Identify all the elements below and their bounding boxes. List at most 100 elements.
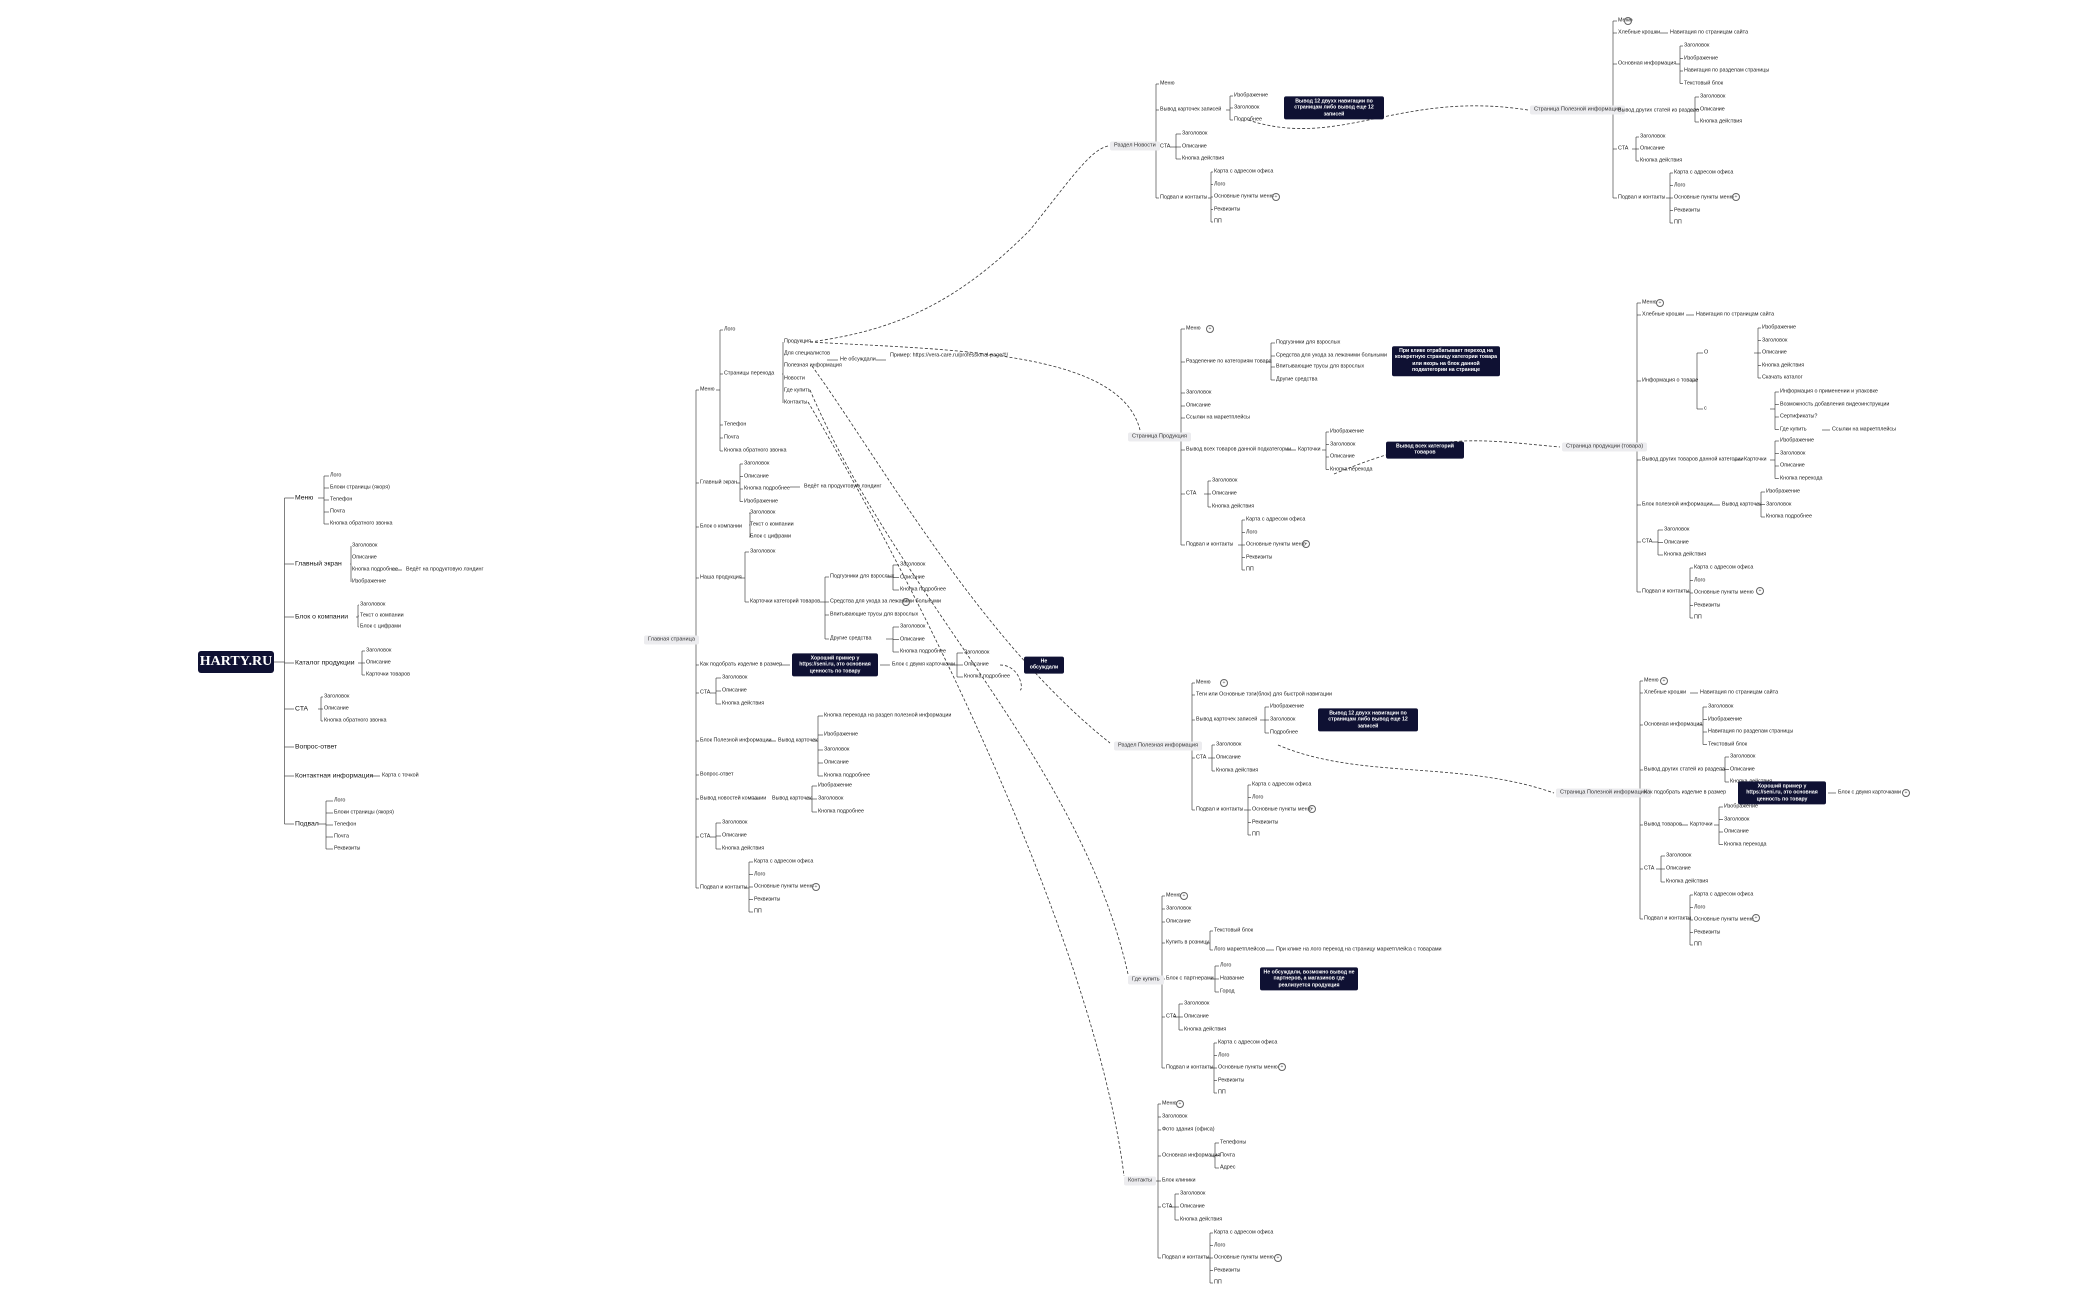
node-скачать-каталог: Скачать каталог — [1762, 374, 1803, 381]
cross-link-dashed — [1333, 440, 1561, 475]
node-город: Город — [1220, 988, 1235, 995]
node-телефоны: Телефоны — [1220, 1139, 1247, 1146]
node-меню: Меню — [295, 494, 314, 502]
node-кнопка-перехода: Кнопка перехода — [1724, 841, 1767, 847]
node-заголовок: Заголовок — [1780, 450, 1806, 456]
expand-node-icon[interactable]: + — [1274, 1254, 1282, 1262]
expand-node-icon[interactable]: + — [1902, 789, 1910, 797]
node-описание: Описание — [1184, 1013, 1209, 1020]
node-вывод-карточек: Вывод карточек — [1722, 501, 1762, 508]
node-карта-с-адресом-офиса: Карта с адресом офиса — [1246, 516, 1306, 523]
expand-node-icon[interactable]: + — [1176, 1100, 1184, 1108]
node-изображение: Изображение — [1780, 437, 1814, 444]
root-node[interactable]: HARTY.RU — [198, 651, 274, 673]
node-пп: ПП — [1214, 218, 1222, 225]
expand-node-icon[interactable]: + — [1180, 892, 1188, 900]
node-другие-средства: Другие средства — [1276, 376, 1318, 383]
node-пп: ПП — [1246, 566, 1254, 573]
node-заголовок: Заголовок — [900, 561, 926, 568]
node-телефон: Телефон — [334, 821, 357, 828]
expand-node-icon[interactable]: + — [812, 883, 820, 891]
node-изображение: Изображение — [818, 782, 852, 789]
node-вывод-других-статей-из-раздела: Вывод других статей из раздела — [1618, 107, 1700, 114]
node-навигация-по-разделам-страницы: Навигация по разделам страницы — [1708, 728, 1794, 735]
expand-node-icon[interactable]: + — [1206, 325, 1214, 333]
node-заголовок: Заголовок — [1762, 337, 1788, 343]
node-меню: Меню — [1160, 80, 1175, 87]
node-лого: Лого — [1694, 904, 1706, 910]
expand-node-icon[interactable]: + — [1656, 299, 1664, 307]
node-кнопка-подробнее: Кнопка подробнее — [818, 808, 865, 815]
note-хороший-пример-у-https-seni-ru-это-основ: Хороший пример у https://seni.ru, это ос… — [792, 653, 878, 677]
node-кнопка-обратного-звонка: Кнопка обратного звонка — [324, 717, 387, 724]
node-текст-о-компании: Текст о компании — [750, 521, 794, 528]
node-основные-пункты-меню: Основные пункты меню — [1694, 589, 1754, 596]
node-изображение: Изображение — [1330, 428, 1364, 435]
node-описание: Описание — [1216, 754, 1241, 761]
node-кнопка-действия: Кнопка действия — [1700, 118, 1743, 125]
node-вывод-других-статей-из-раздела: Вывод других статей из раздела — [1644, 766, 1726, 773]
node-меню: Меню — [1642, 299, 1657, 306]
node-кнопка-действия: Кнопка действия — [1216, 767, 1259, 774]
node-кнопка-действия: Кнопка действия — [1762, 362, 1805, 368]
node-реквизиты: Реквизиты — [1218, 1077, 1245, 1083]
node-подгузники-для-взрослых: Подгузники для взрослых — [1276, 339, 1341, 346]
node-реквизиты: Реквизиты — [1694, 929, 1721, 935]
expand-node-icon[interactable]: + — [1272, 193, 1280, 201]
node-карта-с-адресом-офиса: Карта с адресом офиса — [1694, 564, 1754, 571]
node-впитывающие-трусы-для-взрослых: Впитывающие трусы для взрослых — [1276, 363, 1365, 370]
expand-node-icon[interactable]: + — [1278, 1063, 1286, 1071]
expand-node-icon[interactable]: + — [902, 598, 910, 606]
expand-node-icon[interactable]: + — [1220, 679, 1228, 687]
node-реквизиты: Реквизиты — [754, 896, 781, 902]
expand-node-icon[interactable]: + — [1756, 587, 1764, 595]
node-описание: Описание — [1182, 143, 1207, 150]
node-где-купить: Где купить — [1780, 426, 1807, 432]
node-текстовый-блок: Текстовый блок — [1684, 80, 1724, 86]
note-вывод-12-двухх-навигации-по-страницам-ли: Вывод 12 двухх навигации по страницам ли… — [1284, 96, 1384, 120]
node-заголовок: Заголовок — [1166, 905, 1192, 912]
node-заголовок: Заголовок — [1270, 716, 1296, 723]
node-заголовок: Заголовок — [964, 649, 990, 656]
hub-products: Страница Продукция — [1128, 432, 1191, 442]
node-кнопка-подробнее: Кнопка подробнее — [824, 772, 871, 779]
node-информация-о-товаре: Информация о товаре — [1642, 377, 1699, 384]
node-блок-с-партнерами: Блок с партнерами — [1166, 975, 1214, 982]
node-не-обсуждали: Не обсуждали — [840, 356, 876, 363]
hub-news-page: Страница Полезной информации — [1530, 105, 1626, 115]
node-ведёт-на-продуктовую-лэндинг: Ведёт на продуктовую лэндинг — [406, 566, 484, 573]
node-вывод-всех-товаров-данной-подкатегории: Вывод всех товаров данной подкатегории — [1186, 446, 1292, 453]
cross-link-dashed — [1277, 744, 1555, 794]
expand-node-icon[interactable]: + — [1660, 677, 1668, 685]
node-название: Название — [1220, 975, 1245, 982]
expand-node-icon[interactable]: + — [1302, 540, 1310, 548]
node-полезная-информация: Полезная информация — [784, 362, 842, 369]
node-хлебные-крошки: Хлебные крошки — [1618, 29, 1661, 36]
node-изображение: Изображение — [1762, 324, 1796, 331]
node-блок-с-цифрами: Блок с цифрами — [750, 533, 791, 540]
node-лого: Лого — [334, 797, 346, 804]
node-основные-пункты-меню: Основные пункты меню — [1674, 194, 1734, 201]
node-информация-о-применении-и-упаковке: Информация о применении и упаковке — [1780, 388, 1878, 395]
node-описание: Описание — [1762, 349, 1787, 356]
node-лого: Лого — [1252, 794, 1264, 800]
node-основные-пункты-меню: Основные пункты меню — [1252, 806, 1312, 813]
node-почта: Почта — [330, 508, 345, 515]
node-меню: Меню — [1644, 677, 1659, 684]
cross-link-dashed — [809, 389, 1129, 975]
expand-node-icon[interactable]: + — [1732, 193, 1740, 201]
expand-node-icon[interactable]: + — [1308, 805, 1316, 813]
node-реквизиты: Реквизиты — [1246, 554, 1273, 560]
node-реквизиты: Реквизиты — [1214, 1267, 1241, 1273]
node-заголовок: Заголовок — [1182, 130, 1208, 137]
node-наша-продукция: Наша продукция — [700, 574, 742, 581]
node-вывод-карточек: Вывод карточек — [772, 795, 812, 802]
note-при-клике-отрабатывает-переход-на-конкре: При клике отрабатывает переход на конкре… — [1392, 346, 1500, 376]
expand-node-icon[interactable]: + — [1752, 914, 1760, 922]
node-заголовок: Заголовок — [1766, 501, 1792, 507]
expand-node-icon[interactable]: + — [1624, 17, 1632, 25]
node-описание: Описание — [1186, 402, 1211, 409]
node-заголовок: Заголовок — [1664, 526, 1690, 533]
hub-useful: Раздел Полезная информация — [1114, 741, 1203, 751]
node-карта-с-адресом-офиса: Карта с адресом офиса — [1214, 168, 1274, 175]
